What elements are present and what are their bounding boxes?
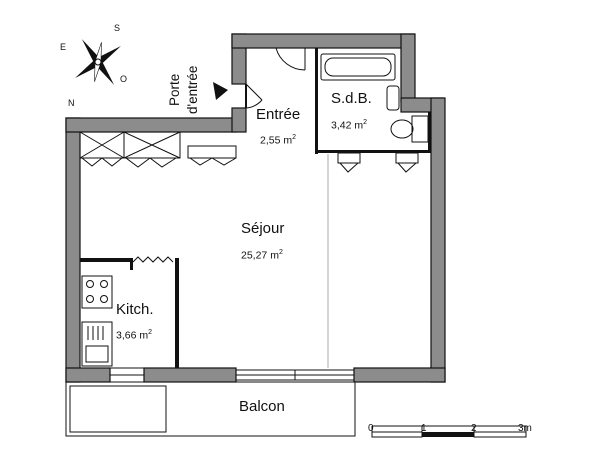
- scale-label-2: 2: [471, 423, 477, 434]
- wall-right: [430, 97, 446, 383]
- scale-label-0: 0: [368, 423, 374, 434]
- area-unit: 2: [292, 134, 297, 141]
- bath-cupboard-1: [337, 152, 361, 164]
- bathtub: [320, 53, 396, 81]
- toilet-tank: [411, 115, 429, 143]
- compass-o: O: [120, 74, 127, 84]
- balcony-left: [69, 385, 167, 433]
- scale-label-3: 3m: [518, 423, 532, 434]
- entry-arrow: [213, 82, 228, 100]
- room-name-sdb: S.d.B.: [331, 90, 372, 107]
- sink: [386, 85, 400, 111]
- area-value: 2,55 m: [260, 134, 293, 147]
- cupboards: [79, 131, 419, 173]
- area-value: 25,27 m: [241, 249, 279, 262]
- partition-kitchen-right: [175, 258, 179, 368]
- scale-labels: 0 1 2 3m: [368, 423, 532, 434]
- partition-kitchen-top: [80, 258, 132, 262]
- wall-bottom-2: [143, 367, 237, 383]
- balcony-outline: [65, 381, 356, 437]
- scale-label-1: 1: [421, 423, 427, 434]
- area-value: 3,66 m: [116, 329, 149, 342]
- walls: [65, 33, 446, 383]
- bath-cupboard-2: [395, 152, 419, 164]
- compass-rose: [75, 39, 121, 85]
- sink-basin: [85, 345, 109, 363]
- area-unit: 2: [148, 329, 153, 336]
- wall-bottom-1: [65, 367, 111, 383]
- entrance-label-line2: d'entrée: [185, 65, 200, 114]
- compass-s: S: [114, 23, 120, 33]
- kitchen-sink: [81, 321, 113, 367]
- room-area-sejour: 25,27 m2: [241, 249, 283, 261]
- partition-bath-entry: [315, 48, 318, 154]
- cooktop: [81, 275, 113, 309]
- wall-top-entry: [231, 33, 415, 49]
- windows: [109, 367, 355, 383]
- entrance-label-line1: Porte: [167, 73, 182, 106]
- area-unit: 2: [278, 249, 283, 256]
- room-area-sdb: 3,42 m2: [331, 119, 367, 131]
- wall-left: [65, 117, 81, 383]
- compass-e: E: [60, 42, 66, 52]
- partitions: [80, 48, 431, 368]
- partition-bath-bottom: [315, 150, 431, 153]
- bathtub-inner: [324, 57, 392, 77]
- room-area-entree: 2,55 m2: [260, 134, 296, 146]
- compass-labels: N S E O: [60, 23, 127, 108]
- area-unit: 2: [363, 119, 368, 126]
- room-name-kitch: Kitch.: [116, 301, 154, 318]
- wall-bottom-3: [353, 367, 446, 383]
- partition-bath-right: [428, 112, 431, 153]
- room-area-kitch: 3,66 m2: [116, 329, 152, 341]
- cupboard-2: [123, 131, 181, 159]
- cupboard-3: [187, 145, 237, 159]
- kitchen-fixtures: [81, 256, 174, 367]
- room-name-balcon: Balcon: [239, 398, 285, 415]
- bath-fixtures: [320, 53, 429, 143]
- wall-entry-lower: [231, 107, 247, 133]
- room-name-entree: Entrée: [256, 106, 301, 123]
- toilet-bowl: [390, 119, 414, 139]
- wall-top-left: [65, 117, 237, 133]
- compass-n: N: [68, 98, 75, 108]
- wall-right-bath: [400, 33, 416, 103]
- partition-kitchen-corner: [130, 258, 133, 270]
- area-value: 3,42 m: [331, 119, 364, 132]
- balcony: [65, 381, 356, 437]
- scale-bar: [371, 425, 527, 438]
- entry-door: [245, 47, 306, 109]
- room-name-sejour: Séjour: [241, 220, 285, 237]
